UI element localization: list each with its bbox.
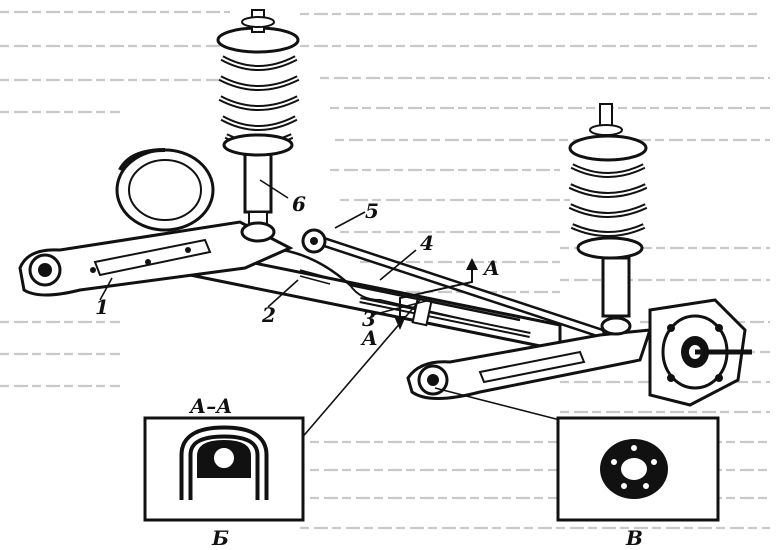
section-inset: А–А Б: [143, 394, 305, 550]
callout-1: 1: [95, 295, 109, 319]
section-label-lower: A: [360, 326, 378, 350]
right-strut: [568, 103, 648, 336]
right-wheel-hub: [648, 298, 752, 407]
callout-2: 2: [261, 303, 276, 327]
section-label-upper: A: [482, 256, 500, 280]
bushing-inset: В: [556, 416, 720, 550]
leader-lines: [99, 179, 561, 441]
brake-drum: [115, 148, 215, 232]
left-strut: [216, 9, 300, 243]
section-inset-title: А–А: [188, 394, 233, 418]
callout-6: 6: [292, 192, 306, 216]
callout-3: 3: [362, 307, 376, 331]
callout-4: 4: [420, 231, 434, 255]
stabilizer-bar: [359, 297, 531, 338]
left-trailing-arm: [18, 220, 294, 297]
bushing-inset-caption: В: [625, 526, 643, 550]
callout-5: 5: [365, 199, 379, 223]
section-inset-caption: Б: [211, 526, 229, 550]
panhard-rod: [301, 228, 605, 338]
right-trailing-arm: [406, 328, 653, 400]
